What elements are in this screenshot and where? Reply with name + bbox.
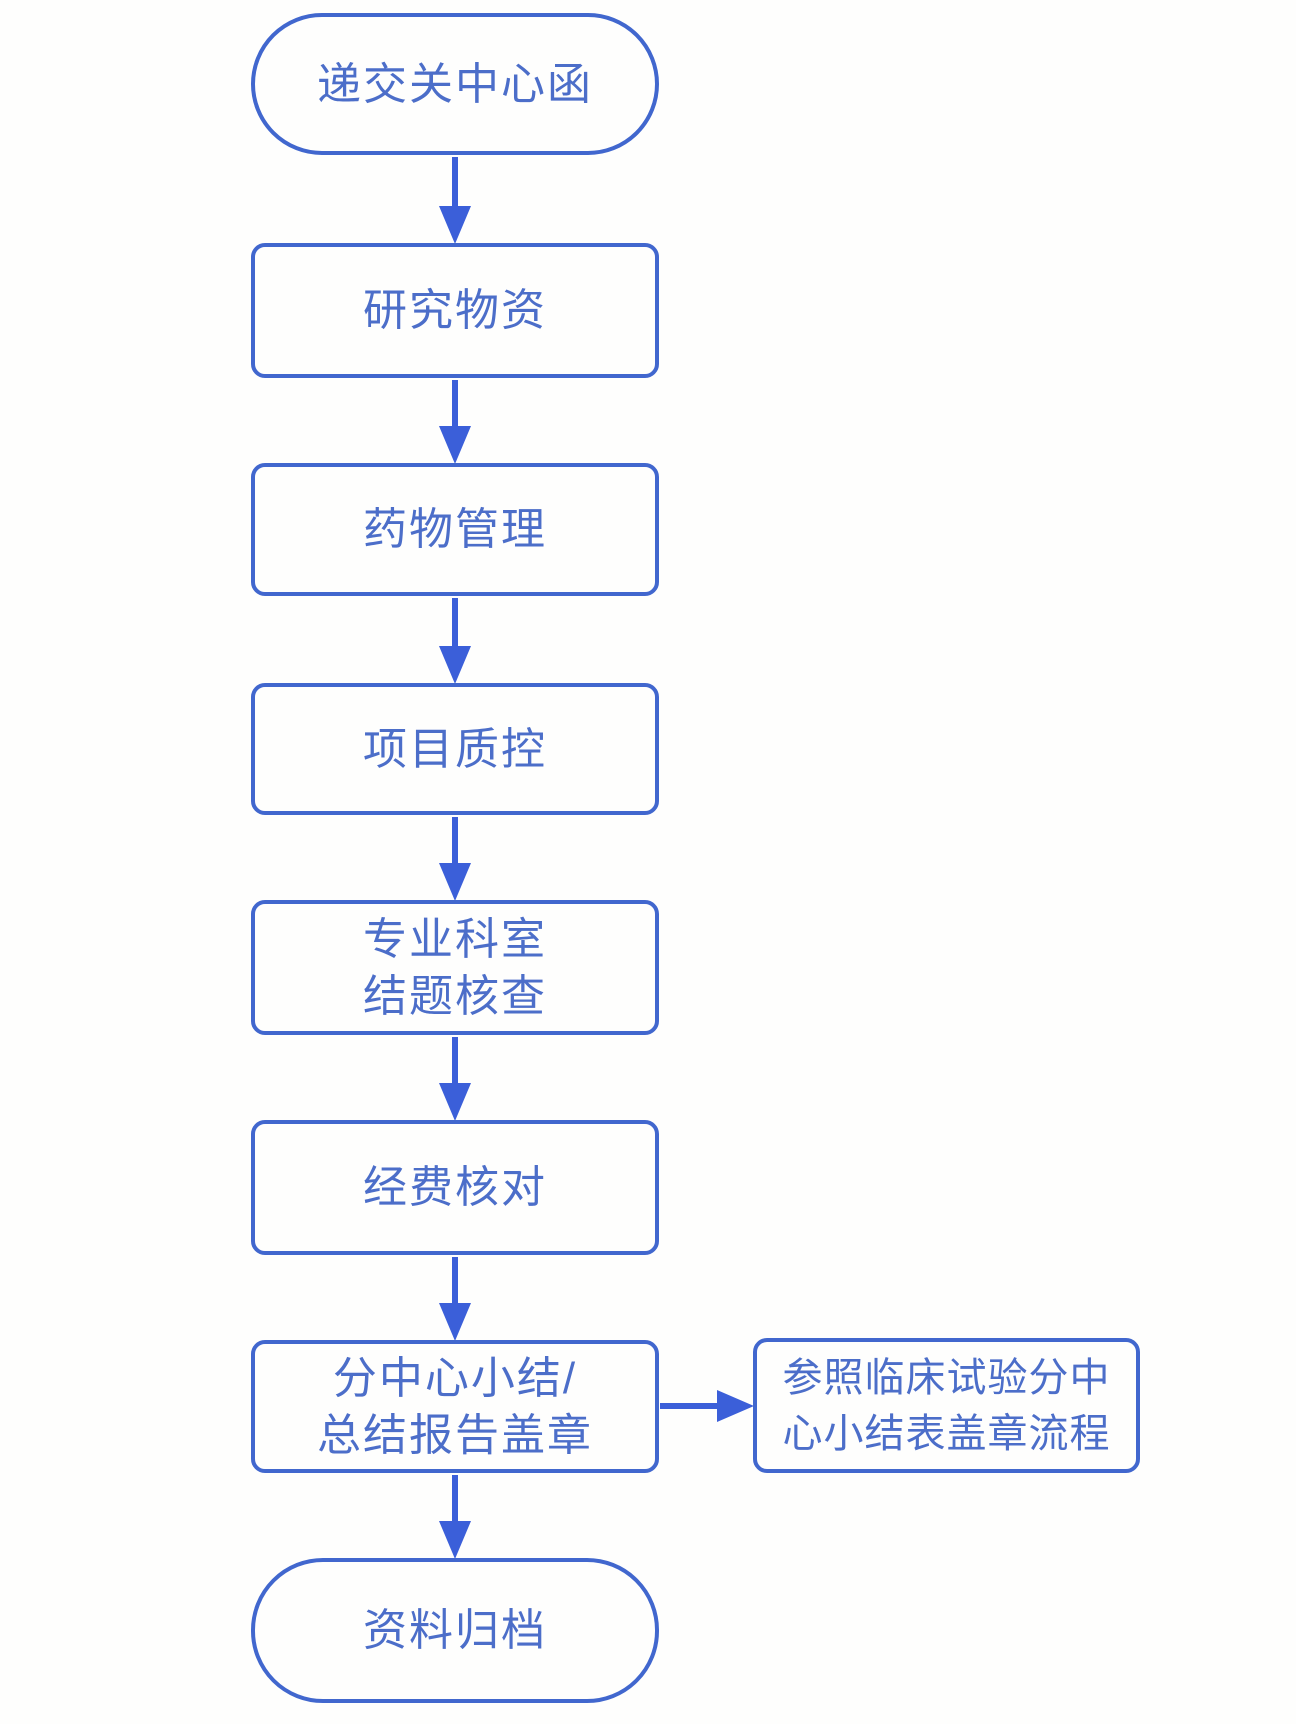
flow-node-drug-management: 药物管理 xyxy=(251,463,659,596)
flow-node-label: 经费核对 xyxy=(363,1163,547,1212)
flow-node-label: 资料归档 xyxy=(363,1606,547,1655)
arrow-down-icon xyxy=(452,1475,458,1522)
flow-node-label: 研究物资 xyxy=(363,286,547,335)
arrow-down-icon xyxy=(452,1257,458,1304)
flow-node-label: 药物管理 xyxy=(363,505,547,554)
flow-node-subcenter-summary: 分中心小结/ 总结报告盖章 xyxy=(251,1340,659,1473)
arrow-down-icon xyxy=(452,598,458,647)
flow-node-submit-center-letter: 递交关中心函 xyxy=(251,13,659,155)
flow-node-funds-check: 经费核对 xyxy=(251,1120,659,1255)
flow-node-dept-closure-check: 专业科室 结题核查 xyxy=(251,900,659,1035)
flow-node-archive: 资料归档 xyxy=(251,1558,659,1703)
flow-node-refer-seal-process: 参照临床试验分中 心小结表盖章流程 xyxy=(753,1338,1140,1473)
flow-node-label: 专业科室 结题核查 xyxy=(363,914,547,1021)
arrow-right-icon xyxy=(660,1403,718,1409)
arrow-down-icon xyxy=(452,157,458,207)
arrow-down-icon xyxy=(452,380,458,427)
flow-node-label: 项目质控 xyxy=(363,724,547,774)
flow-node-research-materials: 研究物资 xyxy=(251,243,659,378)
flow-node-label: 参照临床试验分中 心小结表盖章流程 xyxy=(782,1355,1111,1456)
arrow-down-icon xyxy=(452,1037,458,1084)
arrow-down-icon xyxy=(452,817,458,864)
flow-node-project-qc: 项目质控 xyxy=(251,683,659,815)
flow-node-label: 分中心小结/ 总结报告盖章 xyxy=(317,1353,593,1460)
flow-node-label: 递交关中心函 xyxy=(317,59,593,109)
